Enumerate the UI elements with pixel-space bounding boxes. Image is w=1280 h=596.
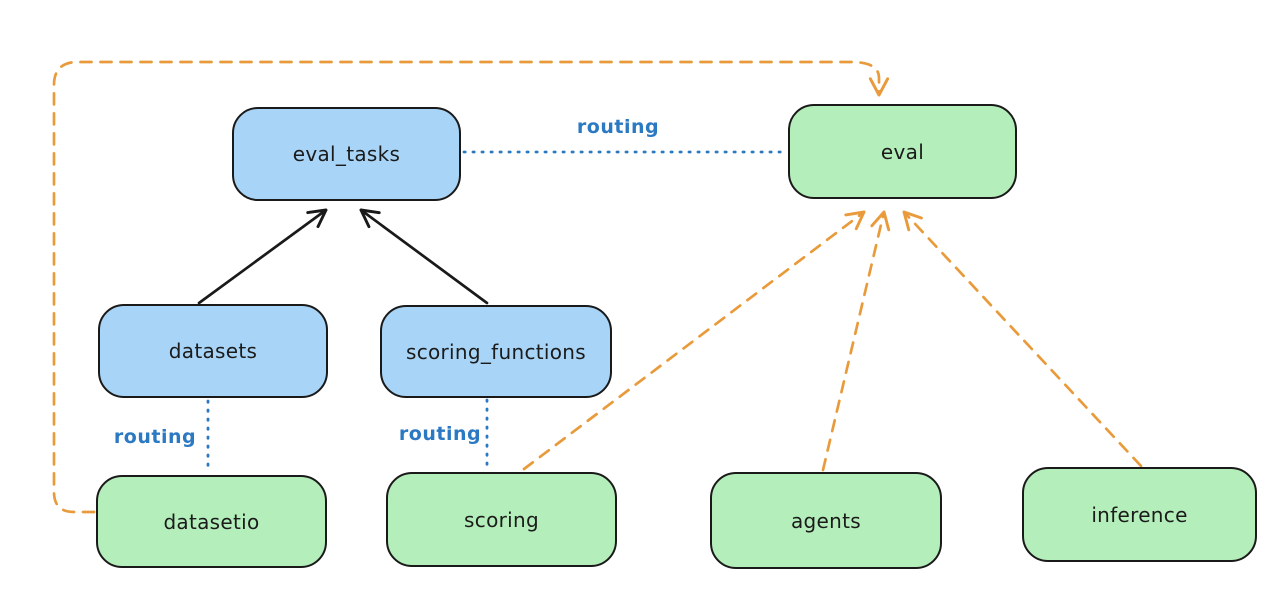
node-scoring-functions: scoring_functions bbox=[380, 305, 612, 398]
arrow-agents-to-eval bbox=[821, 210, 891, 472]
node-eval-tasks: eval_tasks bbox=[232, 107, 461, 201]
node-datasetio: datasetio bbox=[96, 475, 327, 568]
arrow-datasets-to-eval-tasks bbox=[197, 208, 328, 305]
node-label: scoring_functions bbox=[405, 339, 587, 364]
node-agents: agents bbox=[710, 472, 942, 569]
arrow-scoring-functions-to-eval-tasks bbox=[359, 208, 489, 305]
node-label: agents bbox=[791, 508, 861, 533]
node-label: datasets bbox=[168, 339, 258, 363]
edge-label-routing-scoring-functions-scoring: routing bbox=[398, 423, 482, 445]
node-eval: eval bbox=[788, 104, 1017, 199]
edge-label-routing-datasets-datasetio: routing bbox=[113, 426, 197, 448]
node-label: eval_tasks bbox=[292, 142, 401, 166]
node-datasets: datasets bbox=[98, 304, 328, 398]
node-inference: inference bbox=[1022, 467, 1257, 562]
edge-label-routing-eval-tasks-eval: routing bbox=[576, 116, 660, 138]
node-label: eval bbox=[880, 139, 925, 164]
node-scoring: scoring bbox=[386, 472, 617, 567]
node-label: scoring bbox=[464, 507, 539, 532]
node-label: inference bbox=[1091, 502, 1188, 527]
node-label: datasetio bbox=[163, 509, 260, 534]
arrow-inference-to-eval bbox=[902, 210, 1143, 468]
